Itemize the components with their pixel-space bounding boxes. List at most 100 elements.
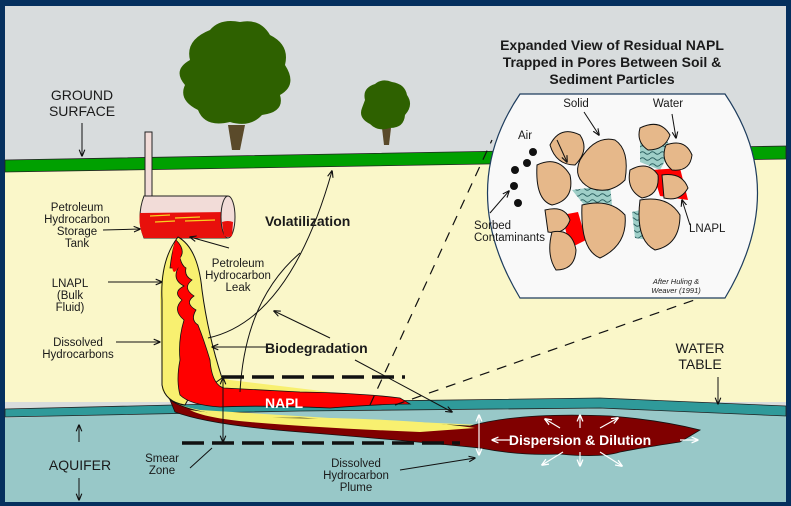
inset-label-lnapl: LNAPL (689, 223, 726, 235)
label-line: Leak (226, 282, 251, 294)
dispersion-arrow-up-left (545, 419, 561, 429)
soil-particle (638, 198, 681, 251)
label-line: Hydrocarbons (42, 349, 114, 361)
label-line: Petroleum (212, 258, 264, 270)
label-line: TABLE (678, 356, 721, 372)
tank-vent-pipe (144, 131, 153, 198)
label-line: Tank (65, 238, 90, 250)
dispersion-arrow-up-right (599, 418, 618, 429)
inset-title-line: Sediment Particles (549, 71, 674, 87)
label-dissolved-hydrocarbons: Dissolved Hydrocarbons (42, 337, 114, 361)
label-line: (Bulk (57, 290, 83, 302)
label-line: WATER (676, 340, 725, 356)
label-biodegradation: Biodegradation (265, 340, 368, 356)
inset-label-water: Water (653, 98, 683, 110)
inset-label-air: Air (518, 130, 532, 142)
label-line: Contaminants (474, 232, 545, 244)
inset-label-sorbed: Sorbed Contaminants (474, 220, 545, 244)
storage-tank-arrow (102, 229, 140, 230)
dispersion-arrow-down-right (599, 451, 622, 466)
label-line: Zone (149, 465, 175, 477)
soil-particle (577, 138, 627, 191)
volatilization-arrow (207, 171, 332, 339)
inset-citation: After Huling & Weaver (1991) (651, 277, 701, 295)
inset-title-line: Trapped in Pores Between Soil & (503, 54, 722, 70)
soil-particle (663, 142, 693, 171)
soil-particle (549, 230, 577, 271)
soil-particle (638, 123, 671, 151)
air-leader-arrow (556, 139, 567, 162)
tree-trunk (228, 125, 245, 150)
label-leak: Petroleum Hydrocarbon Leak (205, 258, 271, 294)
label-line: Hydrocarbon (323, 470, 389, 482)
biodegradation-arrow-up (274, 311, 331, 339)
volatilization-curve (239, 252, 301, 393)
tree-canopy (179, 21, 291, 124)
inset-label-solid: Solid (563, 98, 589, 110)
label-line: GROUND (51, 87, 113, 103)
leak-arrow (190, 237, 230, 249)
storage-tank (139, 131, 236, 239)
soil-particle (628, 165, 659, 199)
sorbed-contaminant-dot (510, 182, 518, 190)
label-line: Smear (145, 453, 179, 465)
inset-title-line: Expanded View of Residual NAPL (500, 37, 724, 53)
inset-circle (486, 93, 759, 299)
label-line: SURFACE (49, 103, 115, 119)
soil-particle (536, 161, 572, 206)
sorbed-contaminant-dot (511, 166, 519, 174)
citation-line: After Huling & (652, 277, 699, 286)
biodegradation-arrow-plume (354, 359, 452, 412)
smear-zone-leader (189, 447, 213, 469)
tree-small (361, 80, 411, 145)
tree-large (179, 21, 291, 150)
water-leader-arrow (671, 113, 676, 138)
label-line: Sorbed (474, 220, 511, 232)
label-volatilization: Volatilization (265, 213, 350, 229)
tank-petroleum-streaks (149, 214, 216, 223)
soil-particle (661, 174, 689, 200)
soil-particle (581, 202, 626, 259)
label-aquifer: AQUIFER (49, 457, 111, 473)
tank-end-fluid (222, 221, 233, 237)
citation-line: Weaver (1991) (651, 286, 701, 295)
label-line: Hydrocarbon (205, 270, 271, 282)
label-storage-tank: Petroleum Hydrocarbon Storage Tank (44, 202, 110, 250)
label-line: Petroleum (51, 202, 103, 214)
label-line: Dissolved (331, 458, 381, 470)
plume-halo-streak (190, 410, 475, 432)
sorbed-leader-arrow (489, 191, 509, 214)
tree-canopy (361, 80, 411, 130)
label-smear-zone: Smear Zone (145, 453, 179, 477)
label-ground-surface: GROUND SURFACE (49, 87, 115, 119)
tree-trunk (382, 128, 391, 145)
label-water-table: WATER TABLE (676, 340, 725, 372)
lnapl-stream (172, 240, 181, 272)
sorbed-contaminant-dot (529, 148, 537, 156)
aquifer (5, 403, 786, 502)
dissolved-hydrocarbon-halo (160, 237, 480, 430)
inset-magnified-view (486, 93, 759, 299)
plume-arrow (399, 458, 475, 471)
lnapl-leader-arrow (682, 200, 691, 226)
solid-leader-arrow (583, 111, 599, 135)
inset-projection-line (369, 139, 493, 406)
label-lnapl-bulk: LNAPL (Bulk Fluid) (52, 278, 89, 314)
label-line: Hydrocarbon (44, 214, 110, 226)
soil-particle (549, 131, 585, 166)
inset-title: Expanded View of Residual NAPL Trapped i… (500, 37, 724, 87)
label-line: Plume (340, 482, 373, 494)
sorbed-contaminant-dot (523, 159, 531, 167)
label-line: Fluid) (56, 302, 85, 314)
label-line: LNAPL (52, 278, 89, 290)
sorbed-contaminant-dot (514, 199, 522, 207)
napl-body (169, 239, 412, 409)
label-dispersion-dilution: Dispersion & Dilution (509, 432, 651, 448)
dispersion-arrow-down-left (542, 451, 564, 465)
tank-petroleum (139, 212, 228, 238)
label-napl: NAPL (265, 395, 304, 411)
label-line: Dissolved (53, 337, 103, 349)
label-plume: Dissolved Hydrocarbon Plume (323, 458, 389, 494)
